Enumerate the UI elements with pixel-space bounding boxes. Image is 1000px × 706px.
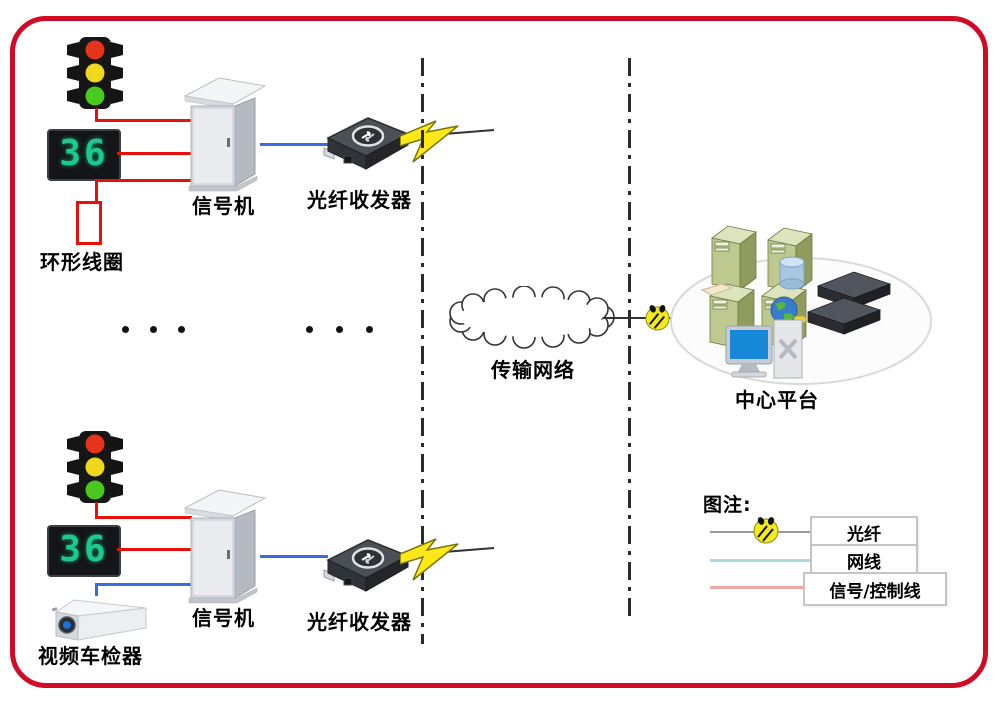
video-camera-icon bbox=[51, 599, 147, 641]
traffic-light-icon bbox=[67, 431, 123, 503]
countdown-display: 36 bbox=[47, 525, 121, 577]
video-detector-label: 视频车检器 bbox=[38, 644, 143, 668]
ellipsis-dot bbox=[150, 326, 157, 333]
fiber-connector-icon bbox=[753, 517, 779, 544]
ellipsis-dot bbox=[336, 326, 343, 333]
signal-machine-label: 信号机 bbox=[192, 606, 255, 630]
countdown-display: 36 bbox=[47, 129, 121, 181]
network-line bbox=[95, 583, 192, 586]
signal-line bbox=[95, 502, 98, 519]
loop-coil-label: 环形线圈 bbox=[40, 250, 124, 274]
fiber-transceiver-icon bbox=[323, 117, 410, 170]
diagram-border bbox=[10, 16, 988, 688]
ellipsis-dot bbox=[366, 326, 373, 333]
legend-title: 图注: bbox=[703, 494, 752, 516]
traffic-light-icon bbox=[67, 37, 123, 109]
fiber-transceiver-label: 光纤收发器 bbox=[307, 188, 412, 212]
network-cloud-icon bbox=[449, 286, 615, 349]
fiber-line bbox=[604, 317, 680, 319]
lightning-bolt-icon bbox=[400, 538, 495, 581]
signal-line bbox=[117, 548, 192, 551]
legend-item-signal-control: 信号/控制线 bbox=[803, 572, 947, 606]
signal-line bbox=[95, 179, 98, 203]
center-platform-label: 中心平台 bbox=[735, 388, 819, 412]
boundary-dashed-line bbox=[421, 58, 424, 644]
network-line bbox=[95, 583, 98, 596]
signal-cabinet-icon bbox=[183, 77, 267, 192]
ellipsis-dot bbox=[122, 326, 129, 333]
fiber-connector-icon bbox=[645, 305, 670, 331]
signal-cabinet-icon bbox=[183, 489, 267, 604]
signal-line bbox=[95, 179, 192, 182]
lightning-bolt-icon bbox=[400, 120, 495, 163]
center-platform-icon bbox=[670, 225, 932, 385]
signal-line bbox=[95, 119, 192, 122]
fiber-transceiver-icon bbox=[323, 539, 410, 592]
loop-coil-icon bbox=[76, 201, 102, 245]
signal-line bbox=[95, 516, 192, 519]
network-line bbox=[260, 143, 328, 146]
boundary-dashed-line bbox=[628, 58, 631, 620]
signal-line bbox=[95, 108, 98, 122]
database-icon bbox=[779, 256, 805, 290]
ellipsis-dot bbox=[178, 326, 185, 333]
signal-machine-label: 信号机 bbox=[192, 194, 255, 218]
ellipsis-dot bbox=[306, 326, 313, 333]
network-line bbox=[260, 555, 328, 558]
signal-line-sample bbox=[710, 586, 805, 589]
signal-line bbox=[117, 152, 192, 155]
fiber-transceiver-label: 光纤收发器 bbox=[307, 610, 412, 634]
transmission-network-label: 传输网络 bbox=[491, 358, 575, 382]
network-line-sample bbox=[710, 559, 810, 562]
